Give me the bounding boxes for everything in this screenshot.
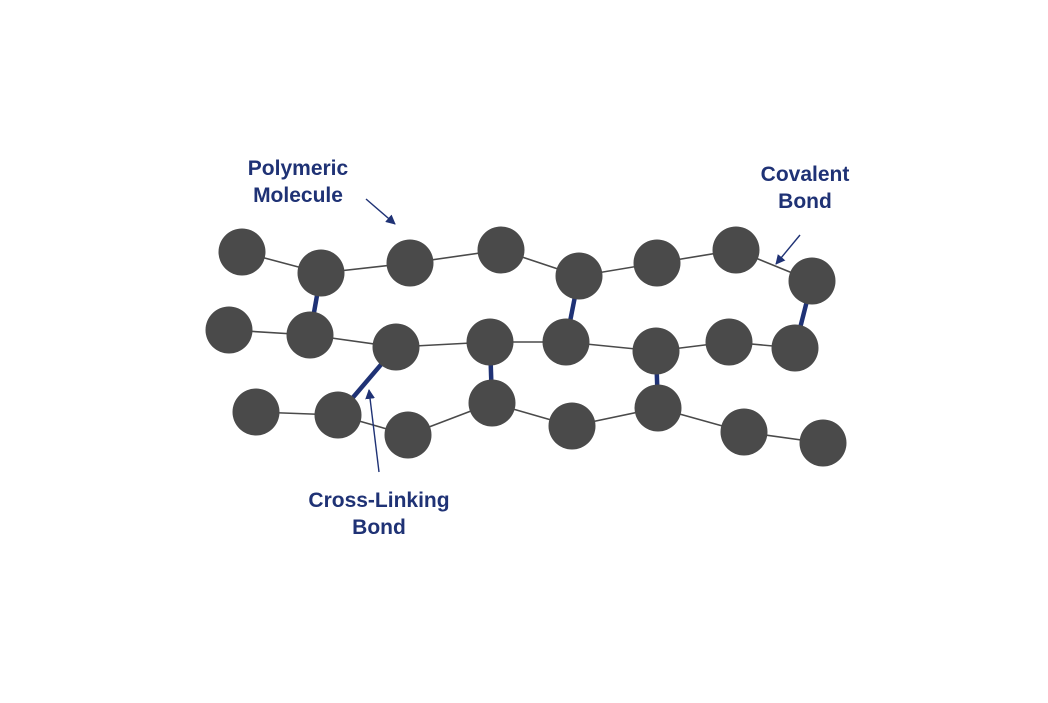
monomer-atom xyxy=(314,391,362,439)
crosslink-label-line1: Cross-Linking xyxy=(308,489,450,512)
covalent-bond-pointer xyxy=(775,234,801,265)
monomer-atom xyxy=(705,318,753,366)
pointers-layer xyxy=(365,198,801,473)
monomer-atom xyxy=(771,324,819,372)
monomer-atom xyxy=(720,408,768,456)
monomer-atom xyxy=(218,228,266,276)
polymeric-label-line2: Molecule xyxy=(253,184,343,207)
monomer-atom xyxy=(372,323,420,371)
monomer-atom xyxy=(634,384,682,432)
monomer-atom xyxy=(555,252,603,300)
polymeric-molecule-label: Polymeric Molecule xyxy=(232,155,364,209)
polymeric-molecule-pointer xyxy=(365,198,396,225)
crosslink-label-line2: Bond xyxy=(352,516,406,539)
cross-linking-bond-label: Cross-Linking Bond xyxy=(295,487,463,541)
covalent-label-line2: Bond xyxy=(778,190,832,213)
monomer-atom xyxy=(232,388,280,436)
monomer-atom xyxy=(386,239,434,287)
covalent-label-line1: Covalent xyxy=(760,163,850,186)
monomer-atom xyxy=(286,311,334,359)
monomer-atom xyxy=(799,419,847,467)
monomer-atom xyxy=(548,402,596,450)
monomer-atom xyxy=(632,327,680,375)
monomer-atom xyxy=(384,411,432,459)
polymeric-label-line1: Polymeric xyxy=(247,157,349,180)
cross-linking-bond-pointer xyxy=(365,389,380,473)
atoms-layer xyxy=(205,226,847,467)
monomer-atom xyxy=(466,318,514,366)
monomer-atom xyxy=(788,257,836,305)
monomer-atom xyxy=(542,318,590,366)
monomer-atom xyxy=(712,226,760,274)
monomer-atom xyxy=(205,306,253,354)
monomer-atom xyxy=(468,379,516,427)
monomer-atom xyxy=(633,239,681,287)
monomer-atom xyxy=(297,249,345,297)
monomer-atom xyxy=(477,226,525,274)
covalent-bond-label: Covalent Bond xyxy=(745,161,865,215)
